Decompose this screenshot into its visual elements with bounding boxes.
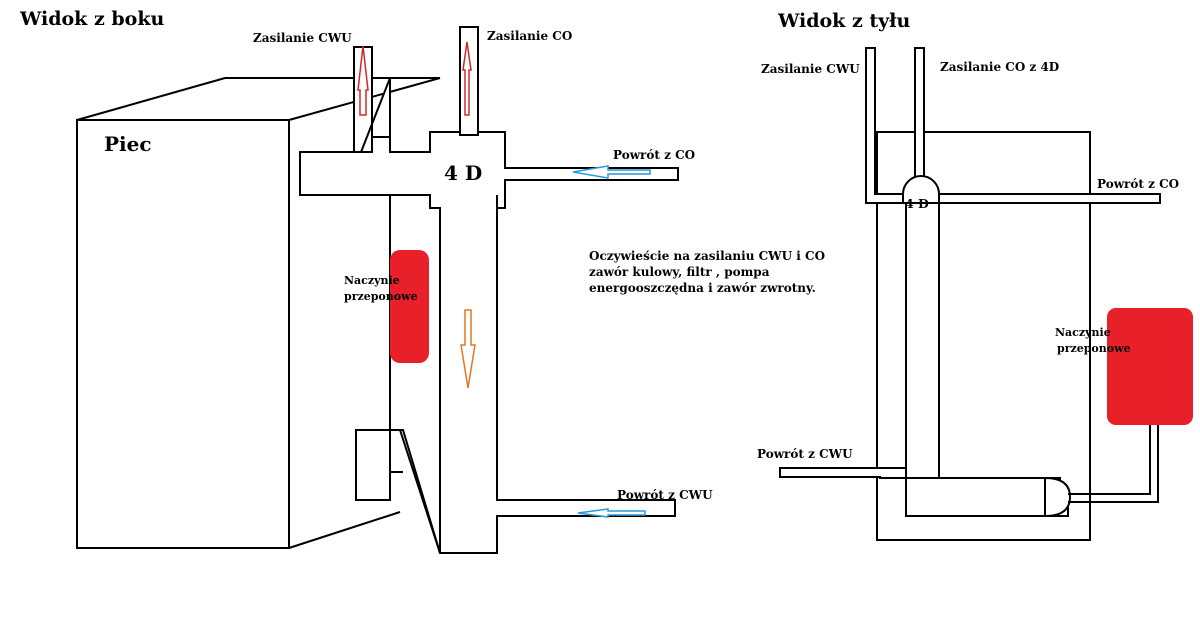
note-block: Oczywieście na zasilaniu CWU i CO zawór … bbox=[589, 249, 825, 295]
co-return-arrow bbox=[572, 165, 651, 179]
side-cwu-supply-label: Zasilanie CWU bbox=[253, 31, 352, 45]
cwu-return-arrow bbox=[577, 508, 646, 518]
rear-cwu-return-label: Powrót z CWU bbox=[757, 447, 853, 461]
rear-return-bulb bbox=[1044, 476, 1072, 518]
side-view-title: Widok z boku bbox=[19, 8, 164, 30]
rear-co-supply-riser bbox=[914, 47, 925, 189]
flow-down-arrow bbox=[460, 309, 476, 389]
rear-view: Widok z tyłu 4 D Zasilanie CWU Zasilanie… bbox=[757, 10, 1193, 541]
rear-vessel-connector-inner bbox=[1068, 424, 1159, 503]
co-supply-arrow bbox=[462, 41, 472, 116]
side-valve-label: 4 D bbox=[444, 161, 482, 185]
rear-vessel-connector-outer bbox=[1068, 424, 1151, 495]
rear-vessel-label-1: Naczynie bbox=[1055, 326, 1111, 339]
rear-cwu-return-pipe bbox=[779, 467, 1069, 517]
side-view: Widok z boku Piec 4 D Zasilanie CWU Zasi… bbox=[19, 8, 713, 554]
furnace-front-face bbox=[76, 119, 290, 549]
rear-co-supply-label: Zasilanie CO z 4D bbox=[940, 60, 1059, 74]
note-line-3: energooszczędna i zawór zwrotny. bbox=[589, 281, 816, 295]
cwu-supply-arrow bbox=[357, 45, 369, 116]
rear-expansion-vessel bbox=[1107, 308, 1193, 425]
rear-furnace-outline bbox=[876, 131, 1091, 541]
side-vessel-label-2: przeponowe bbox=[344, 290, 418, 303]
rear-cwu-supply-label: Zasilanie CWU bbox=[761, 62, 860, 76]
valve-inner-line bbox=[390, 194, 441, 553]
rear-valve-label: 4 D bbox=[905, 196, 929, 211]
rear-co-return-label: Powrót z CO bbox=[1097, 177, 1179, 191]
valve-diagonal bbox=[400, 429, 441, 554]
expansion-vessel bbox=[390, 250, 429, 363]
furnace-bottom-edge bbox=[288, 511, 401, 549]
furnace-label: Piec bbox=[104, 132, 152, 156]
note-line-2: zawór kulowy, filtr , pompa bbox=[589, 265, 770, 279]
rear-view-title: Widok z tyłu bbox=[777, 10, 910, 32]
side-co-return-label: Powrót z CO bbox=[613, 148, 695, 162]
side-cwu-return-label: Powrót z CWU bbox=[617, 488, 713, 502]
note-line-1: Oczywieście na zasilaniu CWU i CO bbox=[589, 249, 825, 263]
four-way-valve-body bbox=[299, 131, 679, 554]
side-vessel-label-1: Naczynie bbox=[344, 274, 400, 287]
rear-vessel-label-2: przeponowe bbox=[1057, 342, 1131, 355]
side-co-supply-label: Zasilanie CO bbox=[487, 29, 572, 43]
